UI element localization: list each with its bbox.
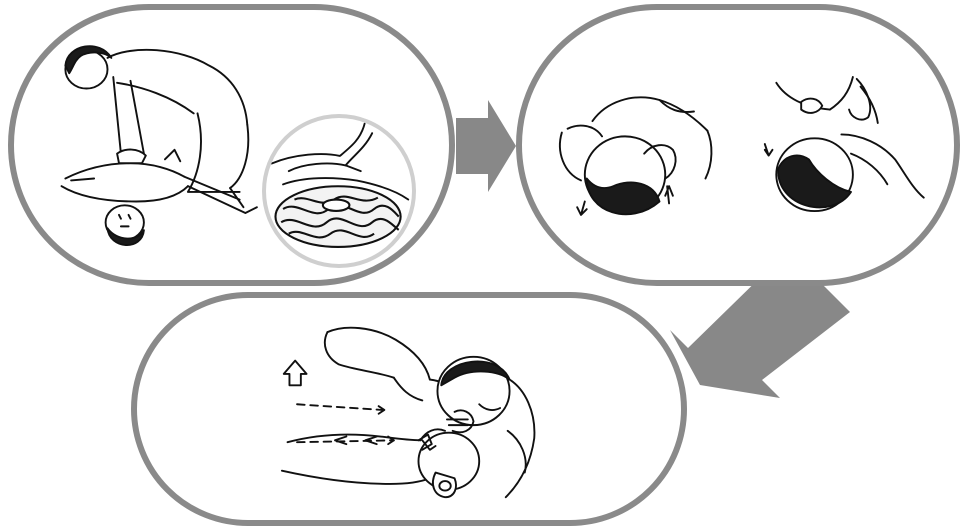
step-panel-chest-compression <box>8 4 455 286</box>
rescue-breathing-illustration <box>137 298 681 520</box>
hand-position-illustration <box>266 118 412 264</box>
up-arrow-icon <box>284 361 307 386</box>
step-panel-rescue-breathing <box>131 292 687 526</box>
airway-opening-illustration <box>522 10 954 280</box>
hand-position-inset <box>262 114 416 268</box>
step-panel-airway-opening <box>516 4 960 286</box>
right-arrow-icon <box>456 100 516 192</box>
